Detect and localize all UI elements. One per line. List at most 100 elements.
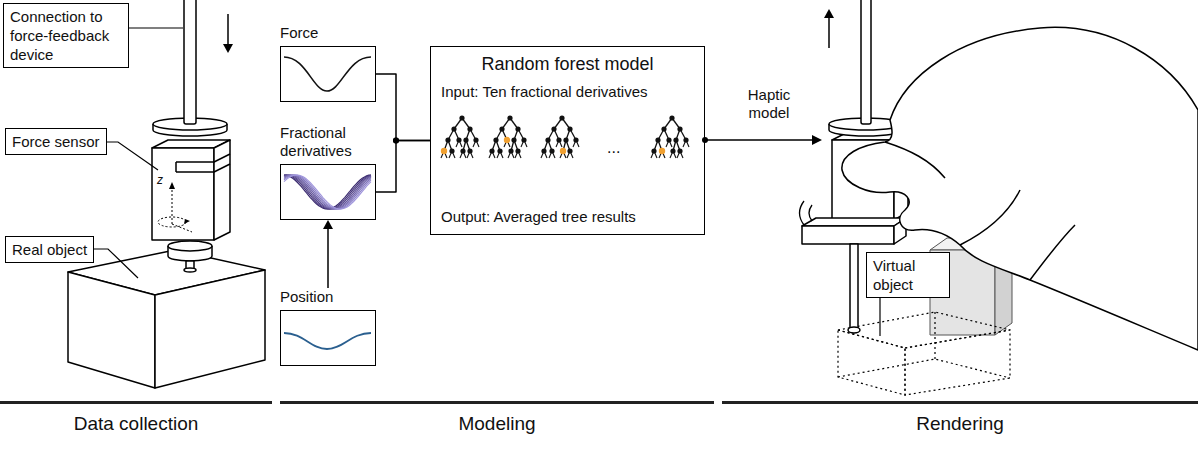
section-bar: [722, 401, 1198, 404]
connector: [323, 220, 333, 288]
decision-tree: [511, 137, 516, 142]
sensor-axes: [172, 224, 192, 232]
real-object-cube: [68, 272, 155, 388]
vibration-marks: [800, 201, 805, 225]
section-label: Data collection: [0, 413, 272, 436]
decision-tree: [515, 148, 520, 153]
ellipsis: ...: [607, 138, 620, 157]
decision-tree: [521, 137, 526, 142]
decision-tree: [545, 137, 550, 142]
callout-box: Real object: [5, 236, 94, 263]
decision-tree: [497, 148, 502, 153]
decision-tree: [463, 137, 468, 142]
connector: [376, 138, 430, 193]
virtual-object-cube: [934, 312, 935, 359]
callout-text: Force sensor: [12, 132, 100, 151]
real-object-cube: [155, 270, 265, 388]
decision-tree: [567, 126, 572, 131]
derivative-curve: [284, 175, 371, 209]
plot-frame: [280, 164, 376, 220]
decision-tree: [489, 148, 494, 153]
section-label: Rendering: [722, 413, 1198, 436]
position-curve: [284, 333, 371, 349]
derivative-curve: [284, 175, 371, 209]
derivative-curve: [284, 175, 371, 209]
decision-tree: [549, 148, 554, 153]
section-bar: [0, 401, 1198, 404]
decision-tree: [441, 115, 479, 158]
rendering-device: [850, 244, 858, 328]
junction-dot: [393, 138, 399, 144]
model-box: Random forest modelInput: Ten fractional…: [430, 46, 705, 235]
decision-tree: [669, 115, 674, 120]
callout-box: Force sensor: [5, 128, 107, 155]
decision-tree: [670, 148, 675, 153]
box-text: Output: Averaged tree results: [441, 208, 694, 226]
plot-heading: Force: [280, 24, 376, 42]
section-bar: [0, 401, 272, 404]
decision-tree: [563, 137, 568, 142]
decision-tree: [677, 126, 682, 131]
section-bar: [280, 401, 714, 404]
decision-tree: [677, 148, 682, 153]
sensor-axes: [172, 188, 173, 224]
signal-plot: Force: [280, 24, 376, 102]
decision-tree: [655, 137, 660, 142]
force-sensor-device: [176, 154, 230, 172]
signal-plot: Fractional derivatives: [280, 124, 376, 220]
box-text: Input: Ten fractional derivatives: [441, 83, 694, 101]
motion-arrow: [223, 44, 233, 53]
callout-box: Connection to force-feedback device: [3, 3, 129, 68]
decision-tree: [541, 148, 546, 153]
rendering-device: [802, 226, 894, 244]
callout-box: Virtual object: [866, 252, 950, 298]
decision-tree: [567, 148, 572, 153]
hand: [885, 142, 945, 178]
virtual-object-cube: [838, 312, 1010, 348]
plot-area: [281, 165, 374, 218]
motion-arrow: [828, 17, 830, 48]
connector-line: [327, 228, 329, 288]
rendering-device: [848, 327, 860, 333]
motion-arrow: [223, 14, 233, 53]
connector: [376, 74, 430, 144]
virtual-object-cube: [905, 330, 1010, 395]
rendering-device: [802, 218, 906, 226]
virtual-object-cube: [838, 359, 1010, 378]
decision-tree: [508, 148, 513, 153]
plot-area: [281, 47, 374, 100]
axis-arrowhead: [184, 219, 190, 224]
plot-heading: Position: [280, 288, 376, 306]
plot-frame: [280, 46, 376, 102]
junction-dot: [393, 138, 399, 144]
plot-heading: Fractional derivatives: [280, 124, 376, 160]
hand: [842, 27, 1198, 350]
decision-tree: [445, 137, 450, 142]
decision-tree: [460, 148, 465, 153]
decision-tree: [573, 137, 578, 142]
real-object-cube: [68, 250, 265, 388]
decision-tree: [456, 137, 461, 142]
decision-tree: [659, 148, 665, 154]
connector-line: [376, 141, 430, 193]
force-sensor-device: [168, 241, 212, 251]
decision-tree: [467, 126, 472, 131]
sensor-axes: [158, 217, 186, 227]
decision-tree: [661, 126, 666, 131]
decision-tree: [560, 148, 566, 154]
decision-tree: [499, 126, 504, 131]
vibration-marks: [809, 205, 812, 221]
motion-arrow: [824, 9, 834, 48]
axis-arrowhead: [169, 182, 175, 189]
haptic-model-arrow: [702, 135, 822, 145]
decision-tree: [473, 137, 478, 142]
decision-tree: [651, 115, 689, 158]
decision-tree: [459, 115, 464, 120]
derivative-curve: [284, 175, 371, 209]
haptic-model-arrow: [812, 135, 822, 145]
decision-tree: [489, 115, 527, 158]
decision-tree: [559, 115, 564, 120]
box-title: Random forest model: [441, 53, 694, 75]
decision-tree: [541, 115, 579, 158]
signal-plot: Position: [280, 288, 376, 366]
